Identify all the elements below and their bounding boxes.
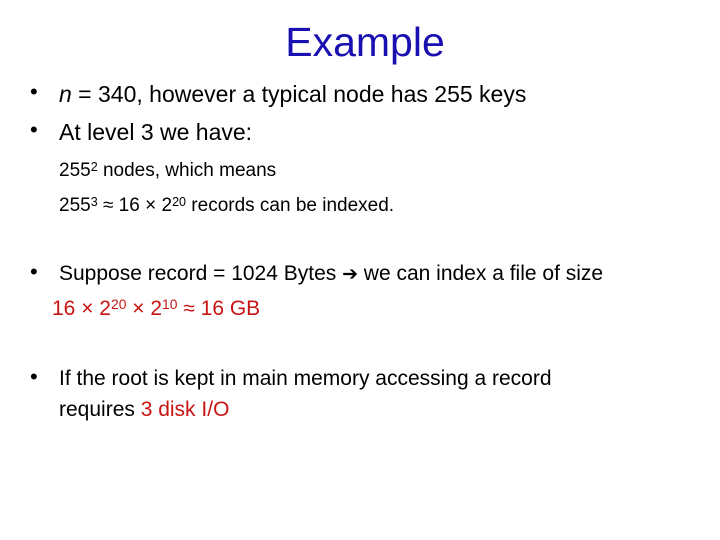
formula-exp-20: 20 (110, 296, 127, 313)
slide-title: Example (285, 19, 445, 65)
formula-result: ≈ 16 GB (177, 297, 261, 320)
records-exponent2: 20 (172, 194, 187, 209)
file-size-formula: 16 × 220 × 210 ≈ 16 GB (52, 294, 260, 324)
nodes-base: 255 (59, 160, 91, 181)
index-file-text: we can index a file of size (357, 262, 604, 285)
formula-2b: 2 (144, 297, 163, 320)
formula-exp-10: 10 (162, 296, 178, 313)
times-symbol: × (145, 195, 157, 216)
records-text: records can be indexed. (186, 195, 395, 216)
records-base2: 2 (156, 195, 173, 216)
records-exponent: 3 (90, 194, 98, 209)
bullet-n-text: = 340, however a typical node has 255 ke… (71, 81, 527, 107)
requires-text: requires (59, 398, 141, 421)
bullet-dot: • (30, 364, 38, 389)
formula-16: 16 (52, 297, 82, 320)
bullet-root-memory-line2: requires 3 disk I/O (59, 395, 229, 425)
level3-records-line: 2553 ≈ 16 × 220 records can be indexed. (59, 191, 394, 221)
bullet-root-memory: If the root is kept in main memory acces… (59, 367, 552, 390)
formula-2a: 2 (93, 297, 111, 320)
disk-io-highlight: 3 disk I/O (140, 398, 230, 421)
bullet-dot: • (30, 117, 38, 142)
bullet-n-value: n = 340, however a typical node has 255 … (59, 79, 526, 109)
bullet-dot: • (30, 79, 38, 104)
times-symbol: × (132, 297, 145, 320)
times-symbol: × (81, 297, 94, 320)
variable-n: n (59, 81, 72, 107)
bullet-record-size: Suppose record = 1024 Bytes ➔ we can ind… (59, 259, 603, 290)
record-size-text: Suppose record = 1024 Bytes (59, 262, 343, 285)
level3-nodes-line: 2552 nodes, which means (59, 156, 276, 186)
nodes-exponent: 2 (90, 159, 98, 174)
records-base: 255 (59, 195, 91, 216)
right-arrow-icon: ➔ (342, 264, 358, 285)
bullet-level3: At level 3 we have: (59, 119, 253, 145)
nodes-text: nodes, which means (97, 160, 277, 181)
approx-16: ≈ 16 (97, 195, 146, 216)
bullet-dot: • (30, 259, 38, 284)
